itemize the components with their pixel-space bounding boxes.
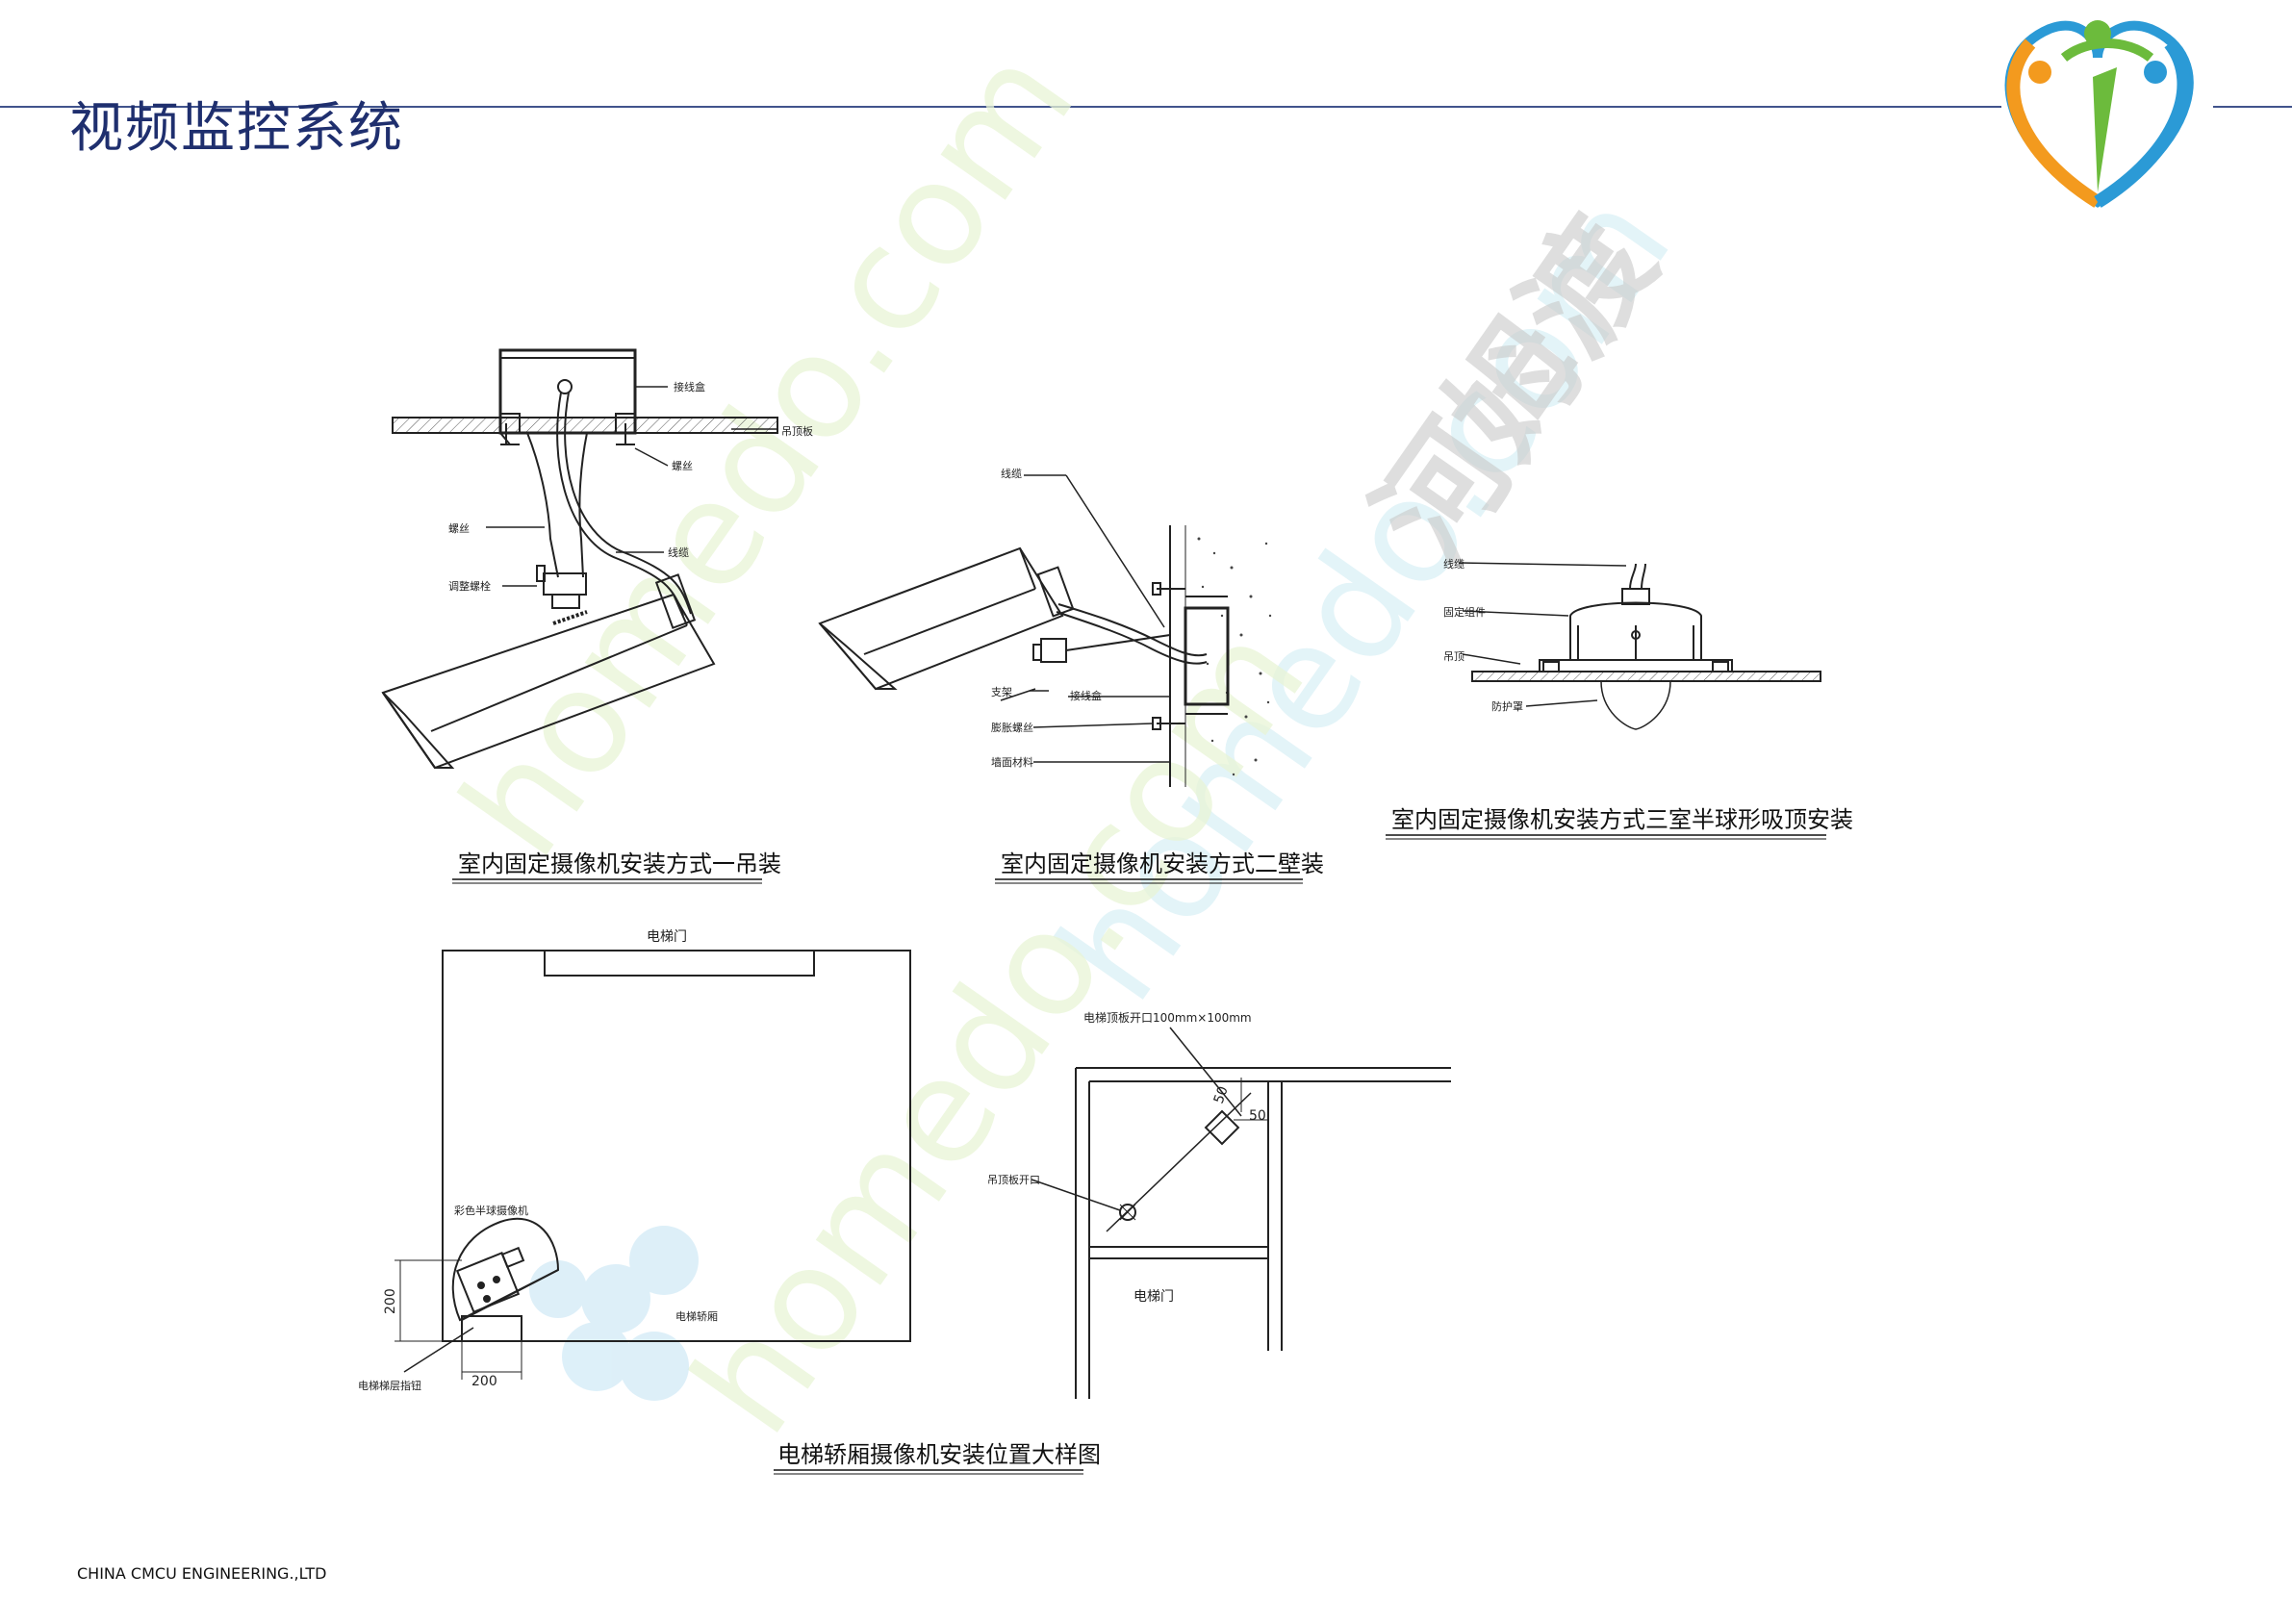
d3-label-cover: 防护罩 bbox=[1491, 699, 1523, 713]
d4-label-ceiling-lamp: 电梯梯层指钮 bbox=[358, 1379, 421, 1392]
d1-label-screw-top: 螺丝 bbox=[672, 460, 693, 472]
d4-caption: 电梯轿厢摄像机安装位置大样图 bbox=[777, 1441, 1101, 1468]
d3-caption: 室内固定摄像机安装方式三室半球形吸顶安装 bbox=[1391, 806, 1853, 833]
d1-label-cable: 线缆 bbox=[668, 546, 689, 559]
d2-label-cable: 线缆 bbox=[1001, 467, 1022, 480]
d2-label-bracket: 支架 bbox=[991, 686, 1012, 698]
d4-label-dome-camera: 彩色半球摄像机 bbox=[454, 1204, 528, 1217]
diagram-elevator-plan bbox=[395, 950, 911, 1380]
d3-label-ceiling: 吊顶 bbox=[1443, 650, 1464, 663]
logo bbox=[2004, 20, 2194, 208]
d2-label-expansion-screw: 膨胀螺丝 bbox=[991, 721, 1033, 734]
d3-label-fixing: 固定组件 bbox=[1443, 605, 1486, 619]
d2-label-junction-box: 接线盒 bbox=[1070, 689, 1102, 702]
diagram-pendant-mount bbox=[381, 348, 778, 770]
footer-company: CHINA CMCU ENGINEERING.,LTD bbox=[77, 1564, 327, 1583]
page-title: 视频监控系统 bbox=[69, 97, 404, 160]
d5-label-elevator-door: 电梯门 bbox=[1133, 1289, 1174, 1305]
watermark-flower-icon bbox=[529, 1226, 699, 1401]
d5-dim-b: 50 bbox=[1249, 1108, 1266, 1124]
d4-label-elevator-door: 电梯门 bbox=[647, 929, 687, 945]
d1-label-adjust-screw: 调整螺栓 bbox=[448, 579, 491, 593]
d1-caption: 室内固定摄像机安装方式一吊装 bbox=[458, 850, 781, 877]
d1-label-junction-box: 接线盒 bbox=[674, 380, 705, 393]
d4-dim-vertical: 200 bbox=[383, 1288, 398, 1314]
diagram-dome-ceiling-mount bbox=[1458, 562, 1821, 730]
diagram-wall-mount bbox=[818, 474, 1272, 787]
d2-label-wall-material: 墙面材料 bbox=[991, 755, 1033, 769]
d5-label-ceiling-opening: 吊顶板开口 bbox=[987, 1173, 1040, 1186]
d1-label-screw-left: 螺丝 bbox=[448, 522, 470, 535]
d2-caption: 室内固定摄像机安装方式二壁装 bbox=[1001, 850, 1324, 877]
d5-label-opening-size: 电梯顶板开口100mm×100mm bbox=[1083, 1011, 1252, 1025]
d3-label-cable: 线缆 bbox=[1443, 557, 1464, 571]
diagram-elevator-ceiling-opening bbox=[1031, 1027, 1451, 1399]
d4-label-elevator-car: 电梯轿厢 bbox=[675, 1309, 718, 1323]
d1-label-ceiling: 吊顶板 bbox=[781, 424, 813, 438]
d4-dim-horizontal: 200 bbox=[471, 1374, 497, 1389]
d5-dim-a: 50 bbox=[1211, 1084, 1232, 1105]
